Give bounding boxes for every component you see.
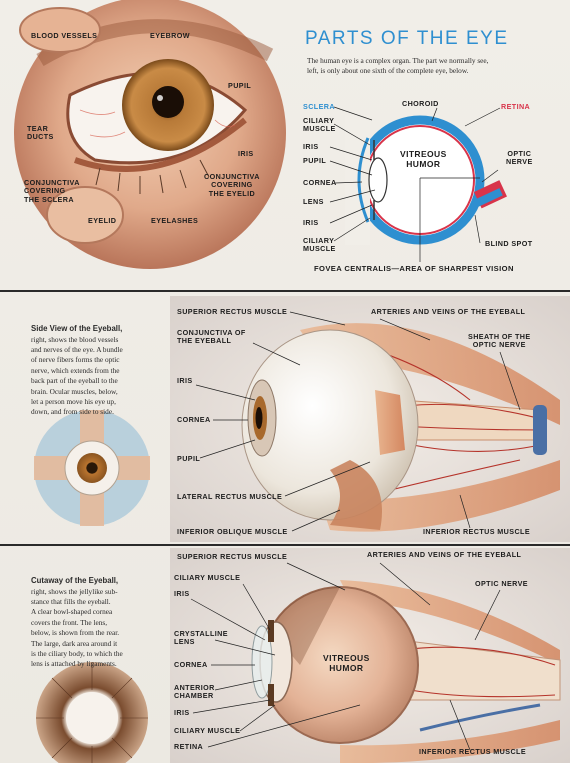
cutaway-caption: Cutaway of the Eyeball, right, shows the…: [31, 565, 123, 670]
label-blind-spot: BLIND SPOT: [485, 239, 533, 248]
label-pupil: PUPIL: [228, 81, 252, 90]
label-inferior-rectus-sv: INFERIOR RECTUS MUSCLE: [423, 527, 531, 536]
label-lens-cs: LENS: [303, 197, 324, 206]
cutaway-illustration: [170, 548, 570, 763]
label-blood-vessels: BLOOD VESSELS: [31, 31, 98, 40]
label-fovea: FOVEA CENTRALIS—AREA OF SHARPEST VISION: [314, 264, 514, 273]
cutaway-caption-body: right, shows the jellylike sub- stance t…: [31, 586, 123, 669]
label-tear-ducts: TEAR DUCTS: [27, 124, 54, 142]
label-conjunctiva-eyelid: CONJUNCTIVA COVERING THE EYELID: [204, 172, 260, 198]
page-title: PARTS OF THE EYE: [305, 28, 509, 49]
label-sheath: SHEATH OF THE OPTIC NERVE: [468, 332, 531, 350]
side-view-caption: Side View of the Eyeball, right, shows t…: [31, 313, 123, 418]
label-eyebrow: EYEBROW: [150, 31, 190, 40]
label-cornea-sv: CORNEA: [177, 415, 211, 424]
label-pupil-cs: PUPIL: [303, 156, 327, 165]
intro-text: The human eye is a complex organ. The pa…: [307, 56, 489, 76]
lens-rear-view-illustration: [36, 662, 148, 763]
label-iris-sv: IRIS: [177, 376, 193, 385]
side-view-illustration: [170, 296, 570, 542]
label-optic-nerve-cw: OPTIC NERVE: [475, 579, 528, 588]
label-vitreous-humor-cs: VITREOUS HUMOR: [400, 149, 447, 169]
label-iris-top-cw: IRIS: [174, 589, 190, 598]
label-conjunctiva-sv: CONJUNCTIVA OF THE EYEBALL: [177, 328, 246, 346]
label-iris-bottom-cw: IRIS: [174, 708, 190, 717]
label-choroid: CHOROID: [402, 99, 439, 108]
label-cornea-cs: CORNEA: [303, 178, 337, 187]
label-eyelid: EYELID: [88, 216, 117, 225]
side-view-caption-body: right, shows the blood vessels and nerve…: [31, 334, 123, 417]
label-arteries-sv: ARTERIES AND VEINS OF THE EYEBALL: [371, 307, 526, 316]
label-conjunctiva-sclera: CONJUNCTIVA COVERING THE SCLERA: [24, 178, 80, 204]
label-vitreous-humor-cw: VITREOUS HUMOR: [323, 653, 370, 673]
label-iris: IRIS: [238, 149, 254, 158]
label-anterior-chamber: ANTERIOR CHAMBER: [174, 683, 215, 701]
label-superior-rectus-sv: SUPERIOR RECTUS MUSCLE: [177, 307, 288, 316]
label-ciliary-muscle-top: CILIARY MUSCLE: [303, 116, 336, 134]
label-ciliary-muscle-bottom-cw: CILIARY MUSCLE: [174, 726, 241, 735]
label-ciliary-muscle-bottom: CILIARY MUSCLE: [303, 236, 336, 254]
section-divider: [0, 544, 570, 546]
label-arteries-cw: ARTERIES AND VEINS OF THE EYEBALL: [367, 550, 522, 559]
label-eyelashes: EYELASHES: [151, 216, 199, 225]
label-cornea-cw: CORNEA: [174, 660, 208, 669]
label-iris-bottom: IRIS: [303, 218, 319, 227]
label-superior-rectus-cw: SUPERIOR RECTUS MUSCLE: [177, 552, 288, 561]
label-optic-nerve-cs: OPTIC NERVE: [506, 149, 533, 167]
label-crystalline-lens: CRYSTALLINE LENS: [174, 629, 228, 647]
label-retina-cw: RETINA: [174, 742, 204, 751]
label-ciliary-muscle-top-cw: CILIARY MUSCLE: [174, 573, 241, 582]
label-lateral-rectus: LATERAL RECTUS MUSCLE: [177, 492, 283, 501]
label-sclera: SCLERA: [303, 102, 335, 111]
section-divider: [0, 290, 570, 292]
cutaway-caption-title: Cutaway of the Eyeball,: [31, 576, 119, 586]
side-view-caption-title: Side View of the Eyeball,: [31, 324, 123, 334]
external-eye-illustration: [14, 0, 286, 269]
label-retina: RETINA: [501, 102, 531, 111]
label-inferior-oblique: INFERIOR OBLIQUE MUSCLE: [177, 527, 288, 536]
front-eye-muscles-illustration: [34, 410, 150, 526]
label-iris-top: IRIS: [303, 142, 319, 151]
label-pupil-sv: PUPIL: [177, 454, 201, 463]
eye-cross-section-diagram: [329, 106, 507, 262]
label-inferior-rectus-cw: INFERIOR RECTUS MUSCLE: [419, 747, 527, 756]
